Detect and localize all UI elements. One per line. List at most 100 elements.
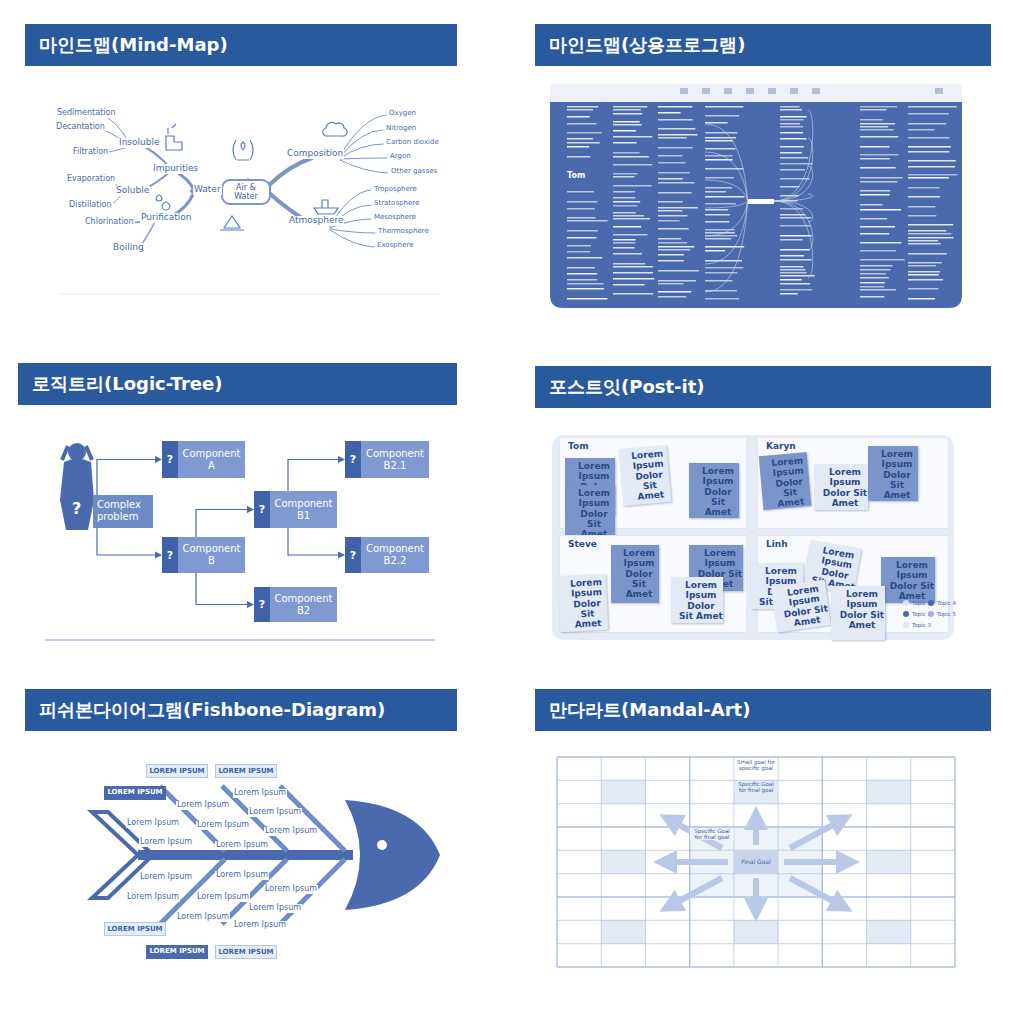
text-bar [860,136,898,138]
text-bar [613,197,635,199]
legend-item: Topic 4 [928,600,956,606]
text-bar [567,283,604,285]
sticky-note: Lorem Ipsum Dolor Sit Amet [831,586,885,640]
text-bar [613,242,635,244]
text-bar [860,119,883,121]
cause-label: Lorem Ipsum [215,871,269,880]
text-bar [908,166,955,168]
node-text: Lorem Ipsum Dolor Sit Amet [697,466,739,518]
text-bar [780,293,798,295]
text-bar [567,273,597,275]
branch-label: Evaporation [66,175,116,184]
grid-cell [734,780,778,803]
cause-label: Lorem Ipsum [176,913,230,922]
text-bar [658,210,682,212]
legend-item: Topic 2 [903,611,931,617]
grid-cell [690,827,734,850]
sticky-note: Lorem Ipsum Dolor Sit Amet [611,545,659,603]
center-topic: Air & Water [221,179,271,205]
text-bar [908,288,938,290]
cause-label: Lorem Ipsum [126,819,180,828]
text-bar [613,152,640,154]
text-bar [658,128,695,130]
toolbar-icon [935,88,943,94]
text-bar [567,201,597,203]
branch-label: Insoluble [118,138,161,148]
node-text: 마인드맵(Mind-Map) [39,34,228,55]
node-text: 피쉬본다이어그램(Fishbone-Diagram) [39,699,385,720]
text-bar [860,286,884,288]
cause-label: Lorem Ipsum [233,789,287,798]
text-bar [780,138,807,140]
text-bar [567,217,595,219]
text-bar [613,109,641,111]
text-bar [658,246,694,248]
text-bar [658,201,683,203]
text-bar [780,239,803,241]
branch-label: Carbon dioxide [385,139,440,147]
text-bar [658,220,680,222]
text-bar [860,154,898,156]
branch-label: Chlorination [84,218,135,227]
panel [552,435,954,640]
cause-label: Lorem Ipsum [215,841,269,850]
text-bar [613,173,638,175]
cause-label: Lorem Ipsum [176,801,230,810]
branch-label: Nitrogen [385,125,417,133]
text-bar [780,214,805,216]
branch-label: Impurities [152,164,199,174]
node-text: 로직트리(Logic-Tree) [32,373,222,394]
text-bar [613,201,640,203]
text-bar [705,122,728,124]
text-bar [908,123,946,125]
text-bar [705,115,739,117]
text-bar [780,119,804,121]
text-bar [860,129,894,131]
legend-swatch [903,611,909,617]
sticky-note: Lorem Ipsum Dolor Sit Amet [868,446,918,501]
text-bar [860,167,896,169]
branch-line [705,201,748,208]
text-bar [908,106,957,108]
text-bar [908,196,940,198]
question-mark: ? [162,537,178,573]
text-bar [780,279,802,281]
component-box: ?Component B2 [254,587,337,622]
branch-label: Distillation [68,201,113,210]
text-bar [613,205,638,207]
text-bar [705,238,731,240]
text-bar [658,155,683,157]
text-bar [658,283,683,285]
branch-line [705,152,748,201]
grid-line [557,756,955,757]
text-bar [658,228,689,230]
text-bar [705,221,729,223]
text-bar [658,137,687,139]
node-text: Lorem Ipsum Dolor Sit Amet [889,560,935,601]
text-bar [658,215,687,217]
legend-swatch [928,611,934,617]
branch-label: Sedimentation [56,109,116,118]
component-box: ?Component B2.1 [345,441,429,478]
text-bar [705,132,737,134]
grid-cell [867,780,911,803]
node-text: LOREM IPSUM [107,925,162,933]
branch-label: Exosphere [376,242,415,250]
text-bar [613,130,636,132]
text-bar [908,224,953,226]
text-bar [567,116,590,118]
branch-line [705,124,748,201]
text-bar [613,164,652,166]
text-bar [908,237,953,239]
toolbar-icon [812,88,820,94]
text-bar [908,177,949,179]
branch-line [774,166,813,201]
text-bar [658,270,699,272]
text-bar [613,293,653,295]
node-text: Final Goal [741,858,770,865]
text-bar [613,191,635,193]
cause-label: Lorem Ipsum [248,808,302,817]
sticky-note: Lorem Ipsum Dolor Sit Amet [689,463,739,518]
text-bar [705,187,732,189]
text-bar [567,106,598,108]
